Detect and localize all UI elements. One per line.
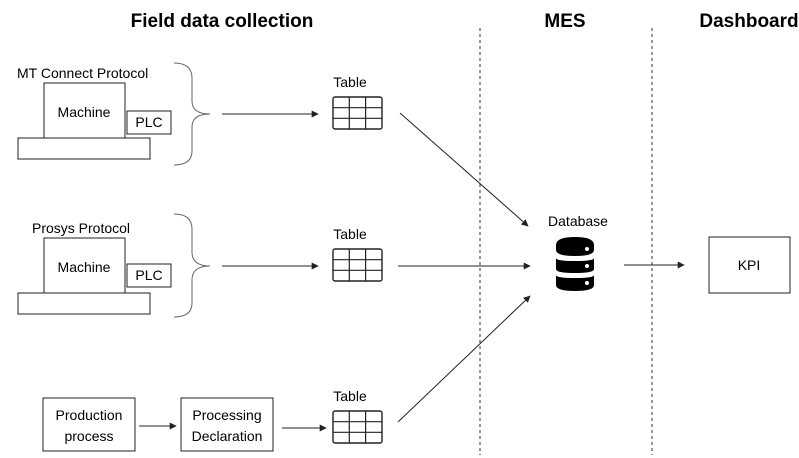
- plc-box-mtconnect: [126, 110, 172, 135]
- protocol-label-mtconnect: MT Connect Protocol: [17, 65, 148, 81]
- table-grid-icon: [332, 248, 383, 282]
- database-label: Database: [548, 213, 608, 229]
- header-field-data-collection: Field data collection: [131, 11, 314, 32]
- machine-base-prosys: [17, 292, 151, 315]
- plc-label-prosys: PLC: [135, 267, 162, 283]
- header-dashboard: Dashboard: [699, 11, 798, 32]
- plc-label-mtconnect: PLC: [135, 114, 162, 130]
- brace-prosys: [173, 213, 211, 318]
- processing-declaration-box: [180, 397, 274, 452]
- processing-declaration-label-line1: Processing: [192, 407, 261, 423]
- table-label-bottom: Table: [333, 388, 367, 404]
- machine-box-prosys: [43, 237, 126, 294]
- machine-base-mtconnect: [17, 137, 151, 160]
- machine-label-mtconnect: Machine: [58, 104, 111, 120]
- protocol-label-prosys: Prosys Protocol: [32, 220, 130, 236]
- production-process-box: [42, 397, 136, 452]
- table-label-top: Table: [333, 74, 367, 90]
- table-label-middle: Table: [333, 226, 367, 242]
- kpi-label: KPI: [738, 257, 761, 273]
- machine-box-mtconnect: [43, 82, 126, 139]
- table-grid-icon: [332, 410, 383, 444]
- brace-mtconnect: [173, 62, 211, 166]
- plc-box-prosys: [126, 263, 172, 288]
- arrow-table-top-to-database: [399, 112, 529, 227]
- database-stack-icon: [556, 237, 594, 291]
- processing-declaration-label-line2: Declaration: [192, 428, 263, 444]
- production-process-label-line2: process: [64, 428, 113, 444]
- arrow-table-bottom-to-database: [397, 295, 531, 423]
- production-process-label-line1: Production: [56, 407, 123, 423]
- machine-label-prosys: Machine: [58, 259, 111, 275]
- kpi-box: [708, 236, 791, 294]
- header-mes: MES: [544, 11, 585, 32]
- table-grid-icon: [332, 96, 383, 130]
